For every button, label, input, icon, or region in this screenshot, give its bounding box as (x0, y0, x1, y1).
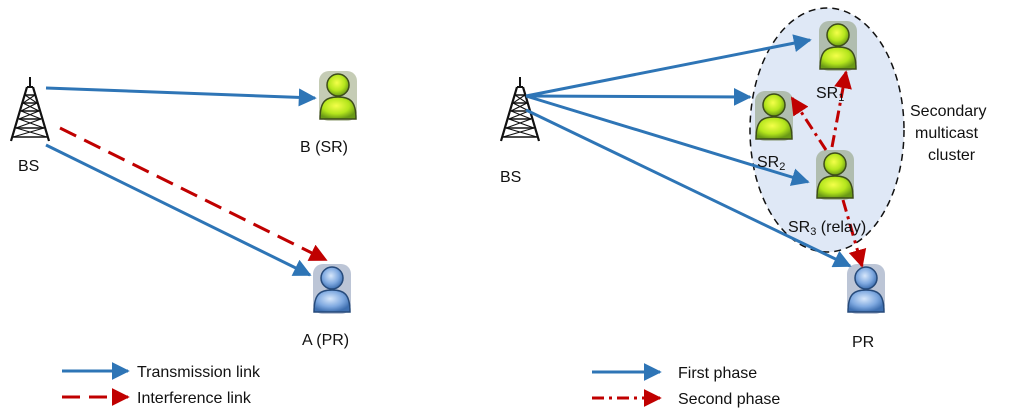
first-phase-link-sr2 (525, 87, 752, 106)
right-diagram: Secondary multicast cluster BS SR1 SR2 S… (499, 7, 987, 408)
secondary-user-icon (815, 149, 855, 201)
first-phase-link-sr3 (525, 94, 810, 186)
secondary-user-icon (318, 70, 358, 122)
legend-second-phase-label: Second phase (678, 391, 780, 408)
transmission-link-bs-a (45, 143, 312, 277)
legend-first-phase-label: First phase (678, 365, 757, 382)
cluster-label-line2: multicast (915, 125, 979, 142)
first-phase-link-pr (525, 108, 852, 268)
second-phase-link-sr2 (790, 96, 828, 151)
primary-user-icon (846, 263, 886, 315)
right-bs-label: BS (500, 169, 521, 186)
left-sr-label: B (SR) (300, 139, 348, 156)
secondary-user-icon (818, 20, 858, 72)
legend-transmission-label: Transmission link (137, 364, 261, 381)
left-pr-label: A (PR) (302, 332, 349, 349)
left-diagram: BS B (SR) A (PR) Transmission link Inter… (9, 70, 358, 407)
transmission-link-bs-b (45, 86, 317, 107)
pr-label: PR (852, 334, 874, 351)
antenna-tower-icon (499, 75, 541, 143)
secondary-user-icon (754, 90, 794, 142)
cluster-label-line3: cluster (928, 147, 976, 164)
second-phase-link-pr (841, 199, 867, 268)
antenna-tower-icon (9, 75, 51, 143)
interference-link-bs-a (59, 126, 328, 262)
legend-interference-label: Interference link (137, 390, 252, 407)
primary-user-icon (312, 263, 352, 315)
sr2-label: SR2 (757, 154, 785, 173)
cluster-label-line1: Secondary (910, 103, 987, 120)
sr1-label: SR1 (816, 85, 844, 104)
sr3-label: SR3 (relay) (788, 219, 866, 238)
first-phase-link-sr1 (525, 34, 812, 98)
left-bs-label: BS (18, 158, 39, 175)
secondary-multicast-cluster (749, 7, 905, 253)
